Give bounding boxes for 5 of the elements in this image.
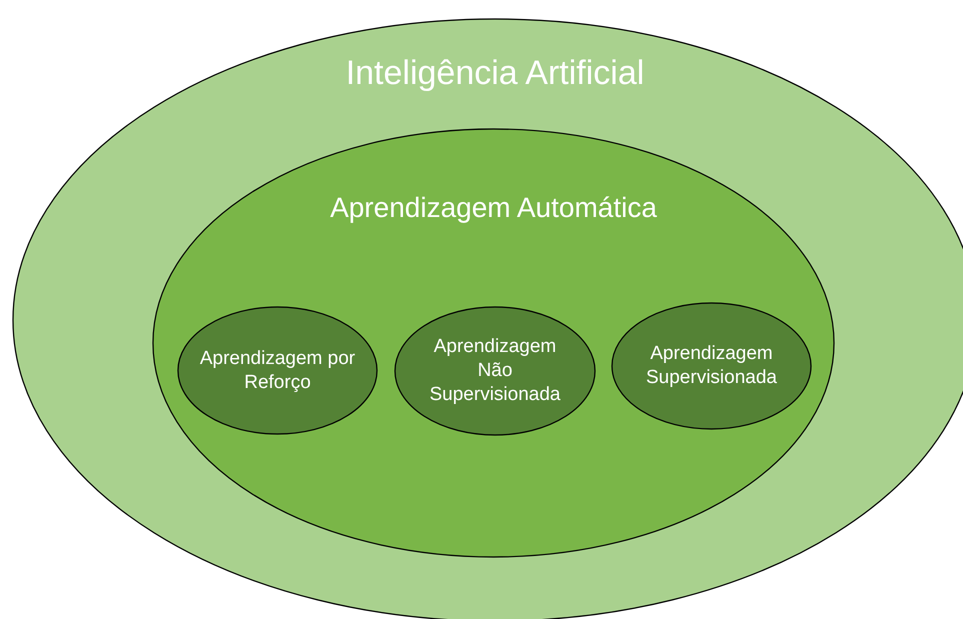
ellipse-title: Aprendizagem Automática <box>330 191 657 225</box>
ellipse-label: Aprendizagem Supervisionada <box>645 342 778 390</box>
ellipse-label: Aprendizagem por Reforço <box>198 346 356 394</box>
ellipse-title: Inteligência Artificial <box>346 53 644 94</box>
ellipse-label: Aprendizagem Não Supervisionada <box>428 335 562 407</box>
